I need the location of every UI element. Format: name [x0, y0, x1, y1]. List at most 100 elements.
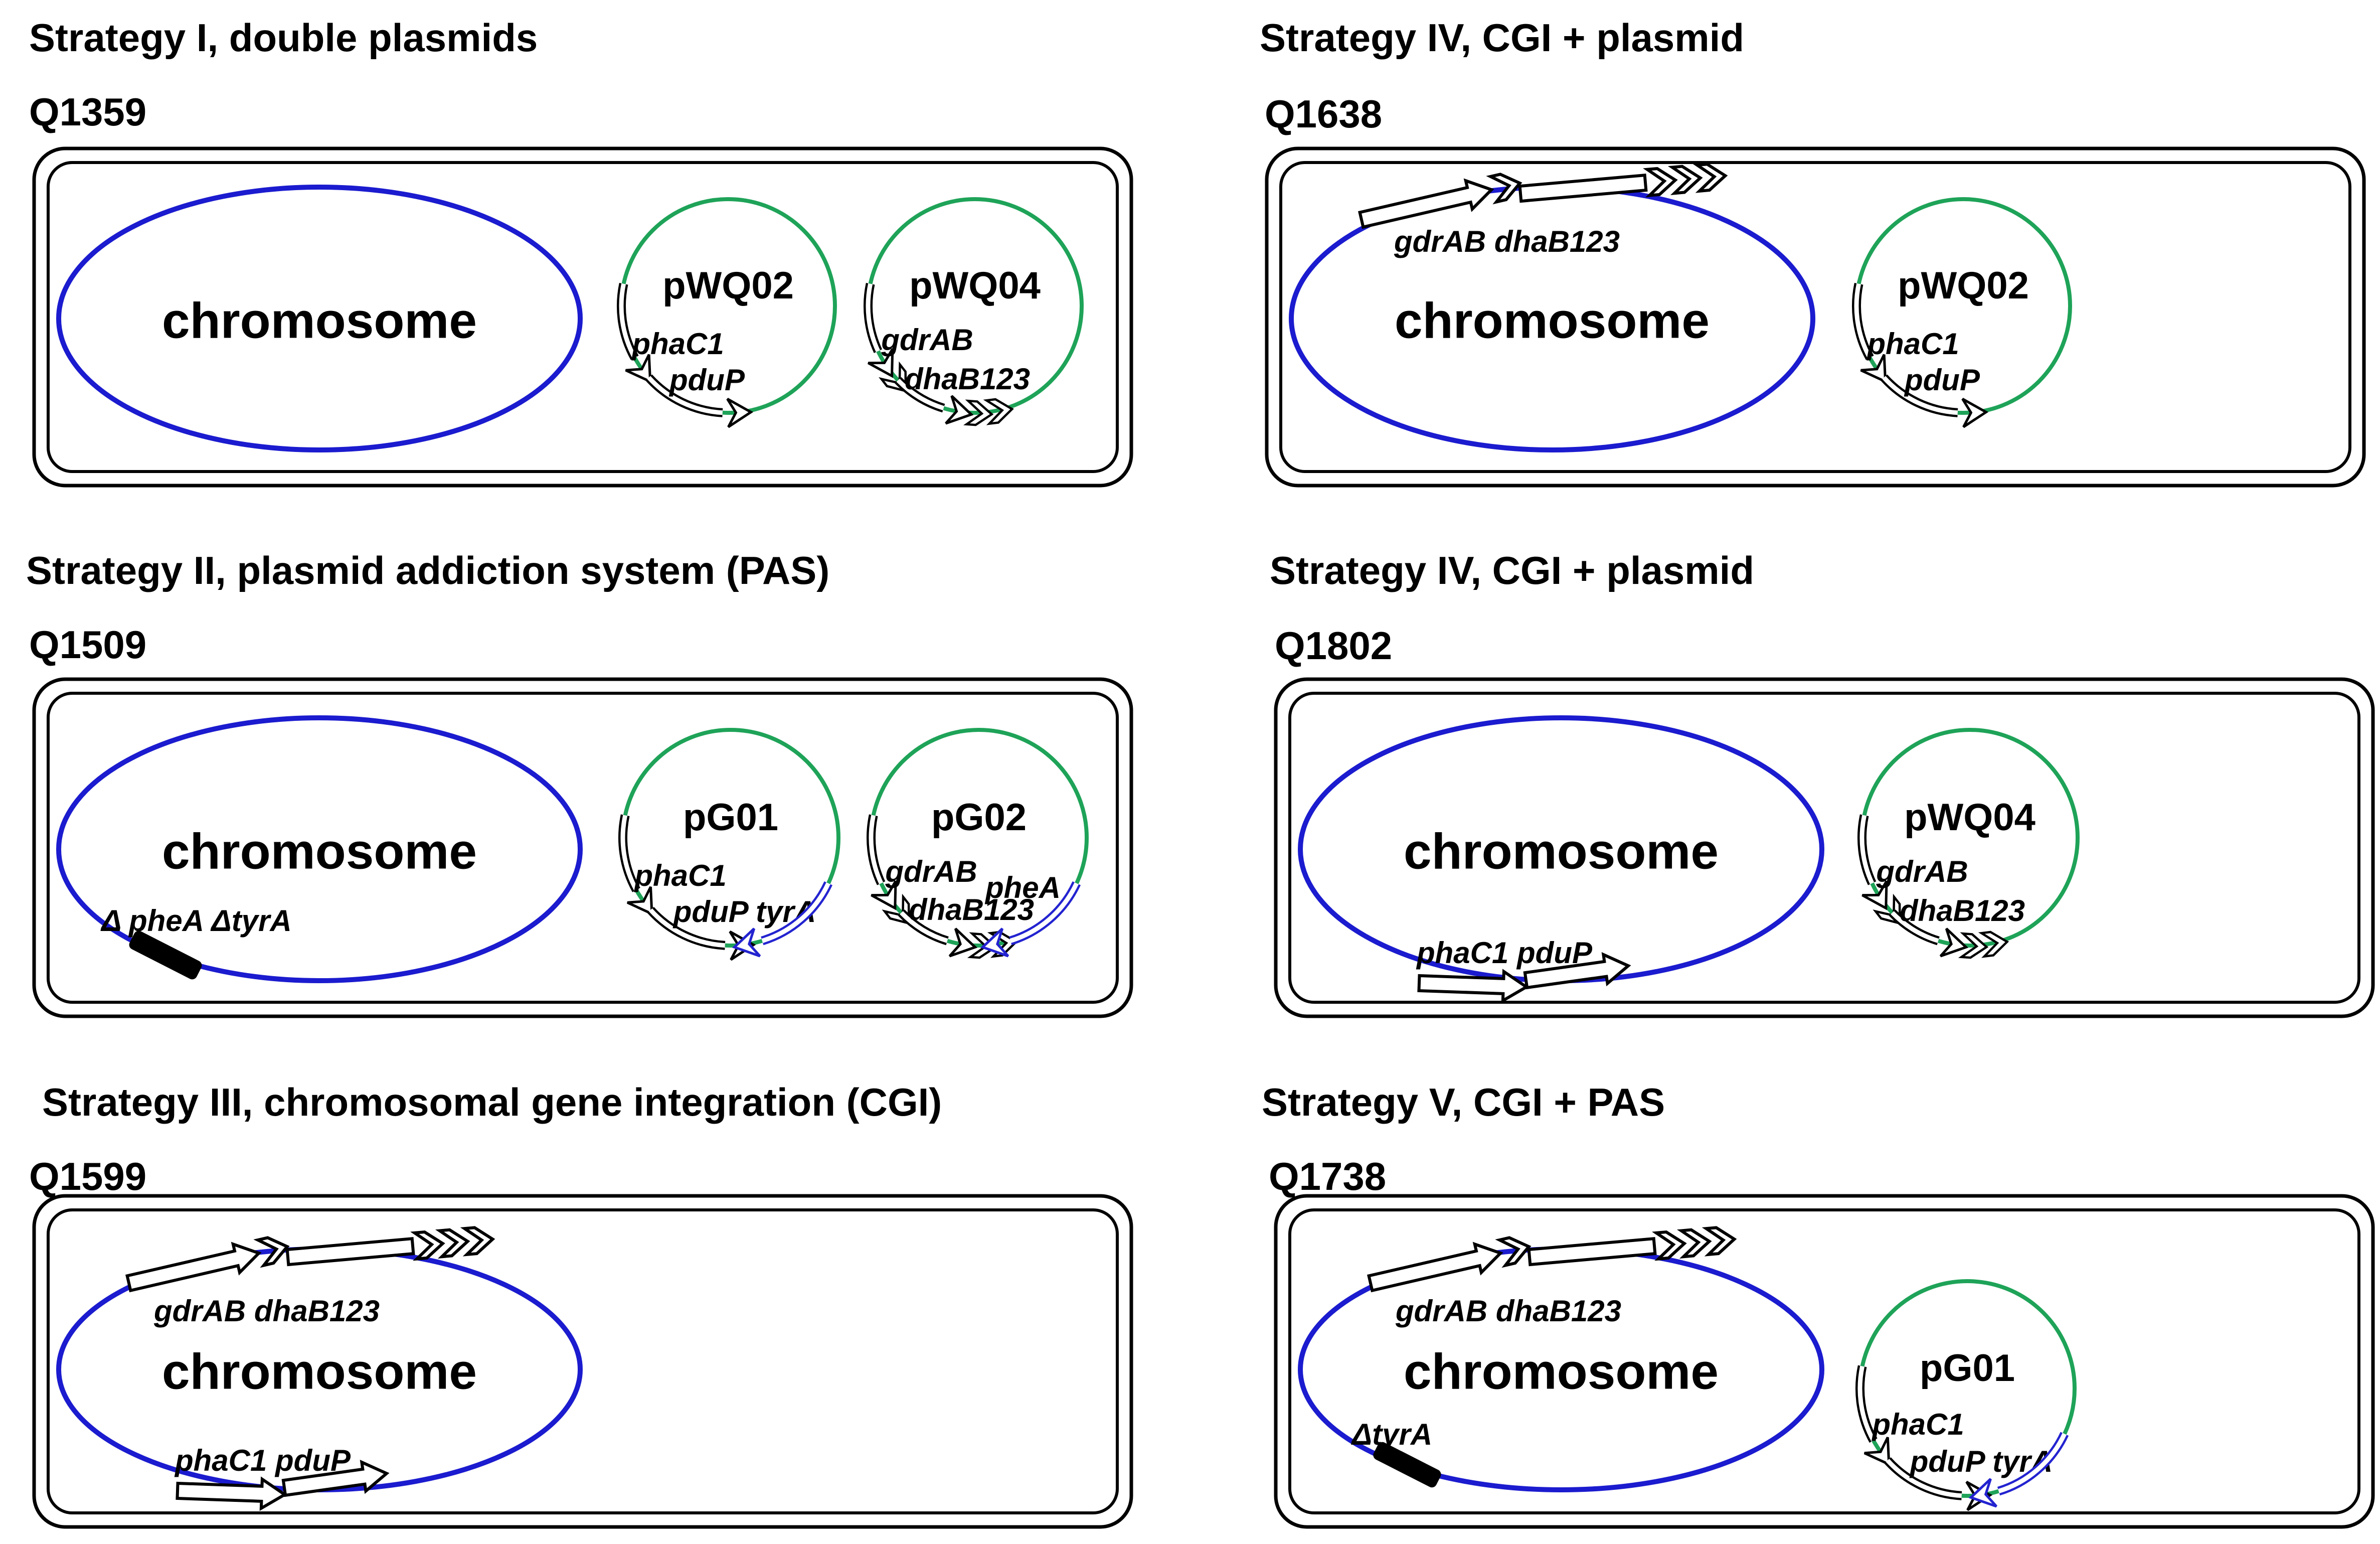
- gene-chevron: [1958, 932, 1989, 959]
- gene-arrow-band-inner: [648, 908, 725, 948]
- gene-arrowhead: [1863, 1437, 1891, 1467]
- gene-chevron: [460, 1226, 495, 1257]
- integrated-genes-label: gdrAB dhaB123: [1394, 225, 1620, 258]
- gene-arrow: [1367, 1242, 1503, 1293]
- gene-arrow-band-inner: [866, 283, 881, 352]
- chromosome-ellipse: [56, 715, 583, 983]
- gene-arrowhead: [1939, 928, 1969, 958]
- chromosome-ellipse: [56, 185, 583, 452]
- integrated-genes-label: gdrAB dhaB123: [1395, 1294, 1621, 1328]
- gene-arrow-band-inner: [1882, 376, 1958, 415]
- gene-arrow-band-inner: [1857, 1365, 1876, 1442]
- gene-chevron: [1692, 163, 1728, 193]
- gene-arrow-band-inner: [1859, 815, 1875, 884]
- gene-label: pduP: [668, 363, 745, 397]
- gene-arrow: [1523, 952, 1631, 990]
- gene-arrow-group: [281, 1460, 390, 1497]
- panel-3-title: Strategy II, plasmid addiction system (P…: [26, 548, 830, 592]
- panel-2-strain: Q1638: [1265, 92, 1383, 136]
- gene-arrow-band-inner: [869, 815, 884, 884]
- deletion-label: Δ pheA ΔtyrA: [100, 904, 291, 938]
- gene-arrow-band-inner: [900, 911, 948, 943]
- gene-label: pheA: [984, 871, 1061, 904]
- panel-6-title: Strategy V, CGI + PAS: [1262, 1080, 1665, 1124]
- panel-5-title: Strategy III, chromosomal gene integrati…: [42, 1080, 942, 1124]
- gene-label: gdrAB: [1876, 855, 1968, 888]
- gene-arrow: [125, 1242, 262, 1293]
- gene-arrow-group: [125, 1236, 290, 1293]
- gene-arrow-band-inner: [620, 815, 638, 891]
- gene-chevron: [1978, 931, 2009, 958]
- gene-arrow-band-inner: [647, 376, 723, 415]
- gene-label: dhaB123: [905, 362, 1030, 396]
- cell-diagram-q1599: gdrAB dhaB123 phaC1 pduP chromosome: [32, 1194, 1133, 1529]
- gene-chevron: [1652, 1230, 1687, 1261]
- integrated-genes-label: phaC1 pduP: [174, 1444, 351, 1477]
- gene-label: phaC1: [1866, 327, 1959, 361]
- gene-arrow-group: [1518, 163, 1728, 203]
- gene-label: gdrAB: [885, 855, 977, 888]
- gene-arrowhead: [945, 395, 974, 425]
- panel-4-title: Strategy IV, CGI + plasmid: [1270, 548, 1754, 592]
- panel-6-strain: Q1738: [1269, 1154, 1387, 1198]
- gene-arrowhead: [871, 880, 897, 910]
- gene-arrowhead: [732, 928, 761, 958]
- gene-arrow-group: [1523, 952, 1631, 990]
- gene-arrow-band-inner: [1886, 1459, 1962, 1498]
- gene-label: dhaB123: [909, 893, 1034, 927]
- gene-arrow-group: [176, 1476, 288, 1511]
- deletion-label: ΔtyrA: [1351, 1418, 1432, 1451]
- gene-chevron: [983, 398, 1014, 425]
- gene-arrowhead: [948, 928, 978, 958]
- panel-3-strain: Q1509: [29, 623, 147, 667]
- integrated-genes-label: gdrAB dhaB123: [153, 1294, 380, 1328]
- gene-arrow-band-inner: [1009, 882, 1079, 943]
- deletion-bar: [129, 931, 202, 980]
- panel-1-title: Strategy I, double plasmids: [29, 16, 538, 60]
- gene-arrow-body: [1518, 174, 1648, 203]
- gene-arrow-band-inner: [1891, 911, 1939, 943]
- gene-label: gdrAB: [881, 323, 973, 357]
- integrated-genes-label: phaC1 pduP: [1416, 936, 1593, 970]
- gene-chevron: [1676, 1228, 1712, 1259]
- gene-arrowhead: [627, 886, 653, 916]
- gene-label: phaC1: [633, 859, 726, 892]
- gene-chevron: [435, 1228, 470, 1259]
- gene-label: pduP: [1904, 363, 1980, 397]
- chromosome-label: chromosome: [1395, 292, 1710, 349]
- gene-chevron: [1495, 1236, 1532, 1268]
- plasmid-name: pG01: [1920, 1347, 2015, 1389]
- gene-arrow-band-inner: [1998, 1433, 2067, 1493]
- gene-chevron: [253, 1236, 290, 1268]
- gene-chevron: [410, 1230, 445, 1261]
- chromosome-label: chromosome: [1404, 1343, 1719, 1400]
- gene-arrow: [1417, 969, 1529, 1004]
- gene-arrow: [1358, 178, 1494, 229]
- gene-arrow-group: [285, 1226, 495, 1267]
- gene-arrowhead: [1961, 397, 1989, 428]
- gene-arrow-band-inner: [619, 283, 637, 359]
- plasmid-name: pWQ04: [909, 264, 1041, 307]
- gene-arrow: [176, 1476, 288, 1511]
- gene-arrow-group: [1417, 969, 1529, 1004]
- panel-5-strain: Q1599: [29, 1154, 147, 1198]
- gene-label: dhaB123: [1900, 894, 2025, 928]
- gene-chevron: [963, 399, 994, 426]
- gene-arrow-group: [1367, 1236, 1532, 1293]
- chromosome-label: chromosome: [162, 1343, 477, 1400]
- gene-arrow: [281, 1460, 390, 1497]
- panel-2-title: Strategy IV, CGI + plasmid: [1260, 16, 1744, 60]
- chromosome-label: chromosome: [162, 292, 477, 349]
- gene-arrow-body: [1527, 1237, 1657, 1267]
- deletion-bar: [1373, 1442, 1441, 1488]
- plasmid-name: pWQ04: [1904, 796, 2035, 839]
- gene-arrowhead: [1968, 1478, 1998, 1508]
- gene-label: phaC1: [631, 327, 724, 361]
- panel-1-strain: Q1359: [29, 90, 147, 134]
